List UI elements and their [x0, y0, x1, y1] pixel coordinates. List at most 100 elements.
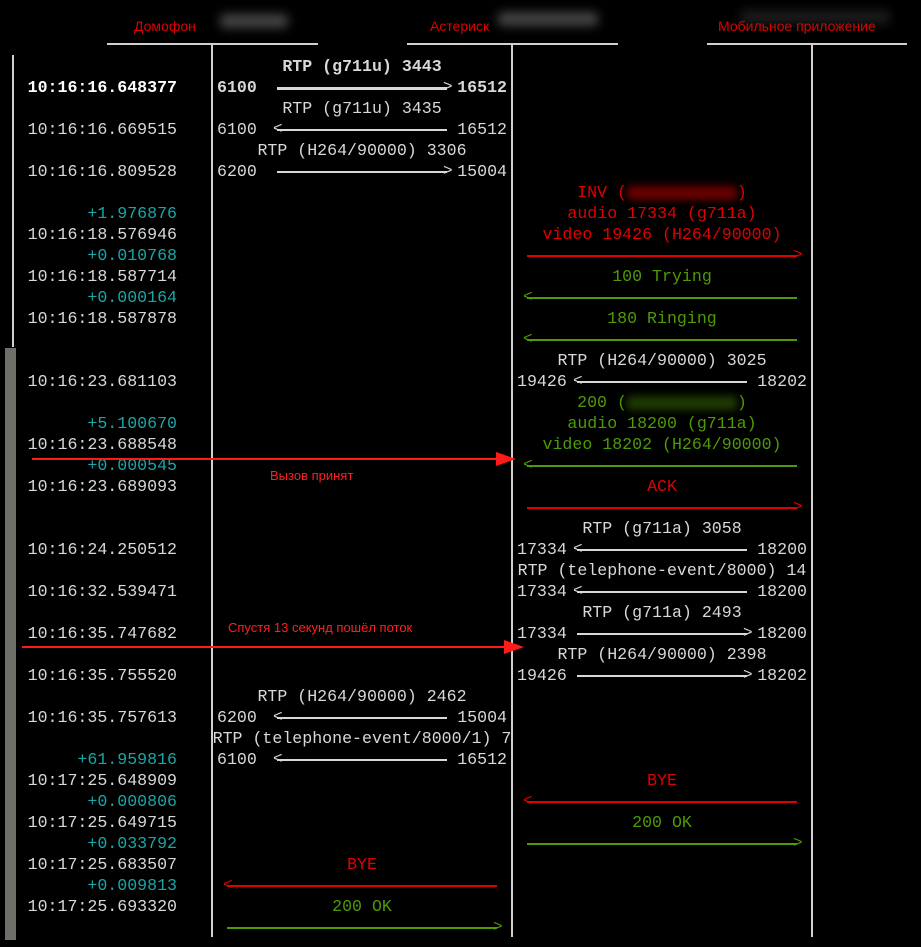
- timestamp[interactable]: 10:16:35.755520: [27, 666, 177, 685]
- message-label[interactable]: RTP (H264/90000) 2462: [202, 686, 522, 707]
- message-text: RTP (g711a) 2493: [582, 603, 742, 622]
- timestamp[interactable]: 10:16:23.688548: [27, 435, 177, 454]
- message-label[interactable]: 180 Ringing: [502, 308, 822, 329]
- timestamp[interactable]: 10:16:35.757613: [27, 708, 177, 727]
- message-text: RTP (H264/90000) 2462: [257, 687, 467, 706]
- message-text-suffix: ): [736, 183, 747, 202]
- message-label[interactable]: RTP (H264/90000) 3025: [502, 350, 822, 371]
- message-text: INV (: [577, 183, 627, 202]
- time-delta[interactable]: +0.000164: [87, 288, 177, 307]
- timestamp[interactable]: 10:17:25.683507: [27, 855, 177, 874]
- message-label[interactable]: BYE: [502, 770, 822, 791]
- arrow-line[interactable]: [577, 633, 747, 635]
- blurred-ip: [498, 12, 598, 26]
- time-delta[interactable]: +0.000545: [87, 456, 177, 475]
- blurred-ip: [740, 10, 890, 24]
- arrow-line[interactable]: [577, 675, 747, 677]
- message-label[interactable]: video 19426 (H264/90000): [502, 224, 822, 245]
- time-delta[interactable]: +0.009813: [87, 876, 177, 895]
- timestamp[interactable]: 10:16:16.669515: [27, 120, 177, 139]
- arrow-line[interactable]: [527, 801, 797, 803]
- rtp-src-port: 19426: [517, 372, 567, 391]
- arrow-line[interactable]: [227, 927, 497, 929]
- arrowhead-right-icon: >: [793, 498, 803, 516]
- message-label[interactable]: ACK: [502, 476, 822, 497]
- arrowhead-left-icon: <: [273, 120, 283, 138]
- timestamp[interactable]: 10:16:16.648377: [27, 78, 177, 97]
- arrow-line[interactable]: [527, 339, 797, 341]
- arrow-line[interactable]: [527, 255, 797, 257]
- arrow-line[interactable]: [277, 171, 447, 173]
- timestamp[interactable]: 10:17:25.649715: [27, 813, 177, 832]
- time-delta[interactable]: +5.100670: [87, 414, 177, 433]
- arrowhead-left-icon: <: [573, 582, 583, 600]
- arrowhead-left-icon: <: [273, 708, 283, 726]
- timestamp[interactable]: 10:17:25.648909: [27, 771, 177, 790]
- message-label[interactable]: BYE: [202, 854, 522, 875]
- message-label[interactable]: RTP (H264/90000) 3306: [202, 140, 522, 161]
- message-text: 100 Trying: [612, 267, 712, 286]
- timestamp[interactable]: 10:16:35.747682: [27, 624, 177, 643]
- arrowhead-left-icon: <: [573, 372, 583, 390]
- arrowhead-left-icon: <: [273, 750, 283, 768]
- message-label[interactable]: 200 OK: [202, 896, 522, 917]
- blurred-ip: [626, 185, 737, 200]
- message-label[interactable]: RTP (g711u) 3435: [202, 98, 522, 119]
- message-text: RTP (g711u) 3435: [282, 99, 442, 118]
- message-label[interactable]: RTP (g711u) 3443: [202, 56, 522, 77]
- timestamp[interactable]: 10:17:25.693320: [27, 897, 177, 916]
- message-text: RTP (g711u) 3443: [282, 57, 442, 76]
- message-text: 200 OK: [332, 897, 392, 916]
- time-delta[interactable]: +0.000806: [87, 792, 177, 811]
- arrow-line[interactable]: [577, 591, 747, 593]
- message-label[interactable]: video 18202 (H264/90000): [502, 434, 822, 455]
- column-header-intercom: Домофон: [134, 18, 196, 34]
- arrow-line[interactable]: [527, 507, 797, 509]
- message-label[interactable]: RTP (g711a) 3058: [502, 518, 822, 539]
- message-label[interactable]: RTP (g711a) 2493: [502, 602, 822, 623]
- timestamp[interactable]: 10:16:18.576946: [27, 225, 177, 244]
- arrow-line[interactable]: [527, 843, 797, 845]
- timestamp[interactable]: 10:16:32.539471: [27, 582, 177, 601]
- message-label[interactable]: RTP (H264/90000) 2398: [502, 644, 822, 665]
- timestamp[interactable]: 10:16:23.681103: [27, 372, 177, 391]
- message-label[interactable]: RTP (telephone-event/8000/1) 7: [202, 728, 522, 749]
- time-delta[interactable]: +1.976876: [87, 204, 177, 223]
- time-delta[interactable]: +0.033792: [87, 834, 177, 853]
- message-label[interactable]: audio 17334 (g711a): [502, 203, 822, 224]
- timestamp[interactable]: 10:16:16.809528: [27, 162, 177, 181]
- message-label[interactable]: 200 (): [502, 392, 822, 413]
- arrow-line[interactable]: [577, 381, 747, 383]
- arrow-line[interactable]: [277, 129, 447, 131]
- arrow-line[interactable]: [277, 759, 447, 761]
- arrow-line[interactable]: [527, 297, 797, 299]
- message-label[interactable]: 200 OK: [502, 812, 822, 833]
- arrow-line[interactable]: [277, 87, 447, 90]
- timestamp[interactable]: 10:16:23.689093: [27, 477, 177, 496]
- arrow-line[interactable]: [277, 717, 447, 719]
- message-text: video 19426 (H264/90000): [542, 225, 782, 244]
- column-header-asterisk: Астериск: [430, 18, 490, 34]
- rtp-src-port: 17334: [517, 582, 567, 601]
- timestamp[interactable]: 10:16:18.587878: [27, 309, 177, 328]
- scrollbar-thumb[interactable]: [5, 348, 16, 940]
- timestamp[interactable]: 10:16:18.587714: [27, 267, 177, 286]
- time-delta[interactable]: +61.959816: [77, 750, 177, 769]
- message-label[interactable]: INV (): [502, 182, 822, 203]
- arrow-line[interactable]: [527, 465, 797, 467]
- timestamp[interactable]: 10:16:24.250512: [27, 540, 177, 559]
- message-text: ACK: [647, 477, 677, 496]
- message-text: RTP (H264/90000) 3306: [257, 141, 467, 160]
- rtp-dst-port: 18200: [757, 624, 807, 643]
- lifeline-asterisk: [511, 45, 513, 937]
- arrowhead-right-icon: >: [493, 918, 503, 936]
- arrowhead-left-icon: <: [523, 330, 533, 348]
- arrowhead-right-icon: >: [793, 246, 803, 264]
- time-delta[interactable]: +0.010768: [87, 246, 177, 265]
- message-label[interactable]: RTP (telephone-event/8000) 14: [502, 560, 822, 581]
- message-label[interactable]: audio 18200 (g711a): [502, 413, 822, 434]
- arrowhead-right-icon: >: [443, 162, 453, 180]
- arrow-line[interactable]: [577, 549, 747, 551]
- message-label[interactable]: 100 Trying: [502, 266, 822, 287]
- arrow-line[interactable]: [227, 885, 497, 887]
